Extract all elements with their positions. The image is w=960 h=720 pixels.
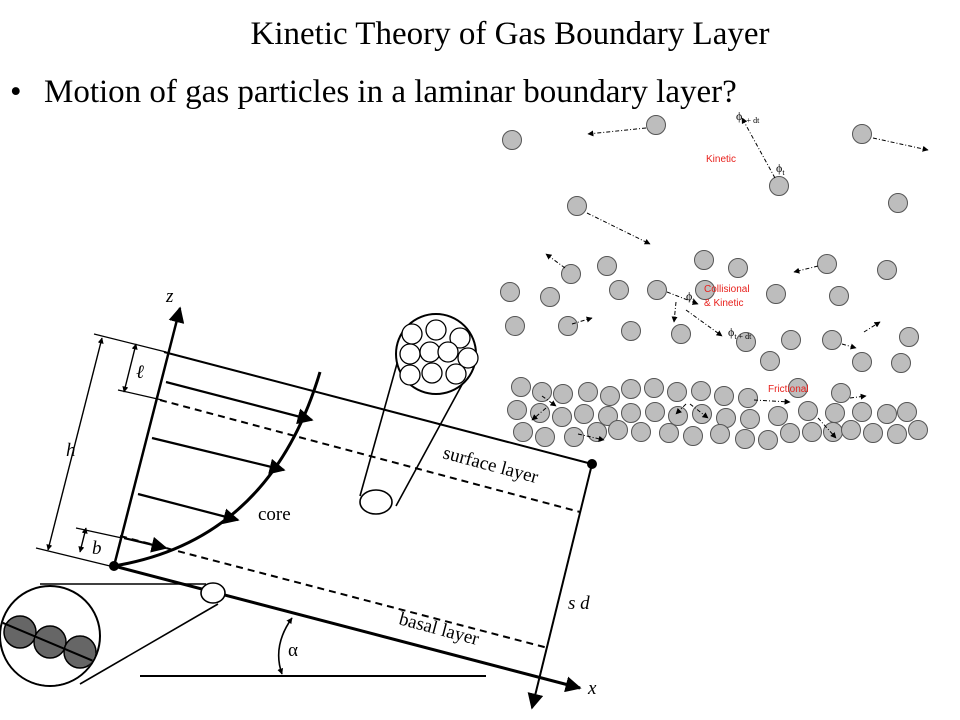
dim-h-ext-bottom	[35, 547, 111, 567]
angle-arc	[277, 617, 293, 675]
dim-h-label: h	[66, 440, 76, 461]
particle-velocity-arrows	[531, 117, 929, 442]
slide-title: Kinetic Theory of Gas Boundary Layer	[250, 16, 770, 52]
dim-b-ext	[75, 527, 123, 539]
zoom-top-right-edge	[395, 369, 471, 507]
bullet-dot: •	[10, 74, 22, 110]
angle-label: α	[288, 640, 298, 661]
depth-label: s d	[568, 593, 590, 614]
z-axis	[112, 306, 185, 567]
particle-diagram: Kinetic Collisional & Kinetic Frictional…	[500, 109, 929, 450]
kinetic-label: Kinetic	[706, 154, 736, 165]
frictional-label: Frictional	[768, 384, 809, 395]
phi-t-dt-label-collisional: ϕt + dt	[728, 325, 752, 341]
basal-layer-boundary	[119, 535, 549, 649]
zoom-top-particles	[399, 319, 479, 386]
zoom-bottom-source	[200, 582, 226, 604]
surface-layer-label: surface layer	[441, 443, 541, 489]
x-axis-label: x	[587, 678, 597, 699]
dim-h-ext-top	[93, 333, 167, 353]
phi-t-label-collisional: ϕt	[686, 289, 695, 305]
zoom-top-left-edge	[359, 359, 399, 497]
dim-l-line	[122, 343, 138, 393]
velocity-arrow	[123, 536, 168, 553]
dim-l-label: ℓ	[136, 362, 144, 383]
particles	[500, 115, 928, 450]
z-axis-label: z	[165, 286, 174, 307]
dim-h-line	[46, 337, 104, 551]
bullet-text: Motion of gas particles in a laminar bou…	[44, 74, 737, 110]
velocity-arrow	[137, 492, 240, 525]
bullet-item: • Motion of gas particles in a laminar bo…	[10, 72, 737, 112]
dim-b-label: b	[92, 538, 102, 559]
free-surface-line	[163, 351, 593, 465]
velocity-arrow	[165, 380, 314, 425]
x-axis	[113, 564, 582, 693]
flow-diagram	[0, 306, 597, 710]
surface-point	[587, 459, 597, 469]
phi-t-dt-label: ϕt + dt	[736, 109, 760, 125]
core-label: core	[258, 504, 291, 525]
zoom-bottom-bottom-edge	[79, 603, 219, 685]
collisional-label-line2: & Kinetic	[704, 298, 743, 309]
origin-point	[109, 561, 119, 571]
phi-t-label: ϕt	[776, 161, 785, 177]
surface-layer-boundary	[159, 399, 581, 513]
depth-line	[527, 463, 593, 710]
velocity-profile	[113, 371, 322, 568]
velocity-arrow	[151, 436, 286, 475]
dim-b-line	[78, 527, 88, 553]
zoom-top-source	[359, 489, 393, 515]
bed-roughness-grains	[1, 615, 99, 685]
collisional-label: Collisional	[704, 284, 750, 295]
